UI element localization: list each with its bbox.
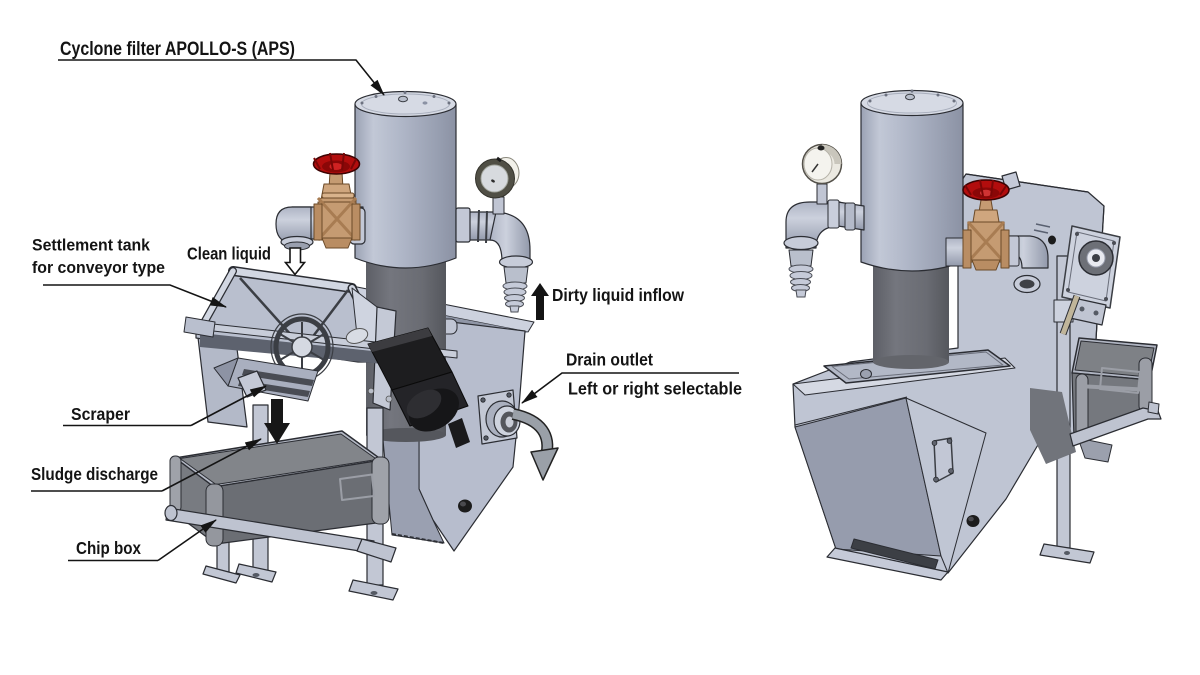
svg-text:Drain outlet: Drain outlet xyxy=(566,350,653,370)
svg-text:Dirty liquid inflow: Dirty liquid inflow xyxy=(552,285,684,305)
svg-text:Chip box: Chip box xyxy=(76,538,141,558)
svg-text:Scraper: Scraper xyxy=(71,404,130,424)
svg-text:for conveyor type: for conveyor type xyxy=(32,258,165,277)
svg-text:Cyclone filter APOLLO-S (APS): Cyclone filter APOLLO-S (APS) xyxy=(60,39,295,60)
svg-text:Left or right selectable: Left or right selectable xyxy=(568,379,742,399)
svg-text:Sludge discharge: Sludge discharge xyxy=(31,464,158,484)
svg-text:Settlement tank: Settlement tank xyxy=(32,236,151,255)
svg-text:Clean liquid: Clean liquid xyxy=(187,244,271,264)
